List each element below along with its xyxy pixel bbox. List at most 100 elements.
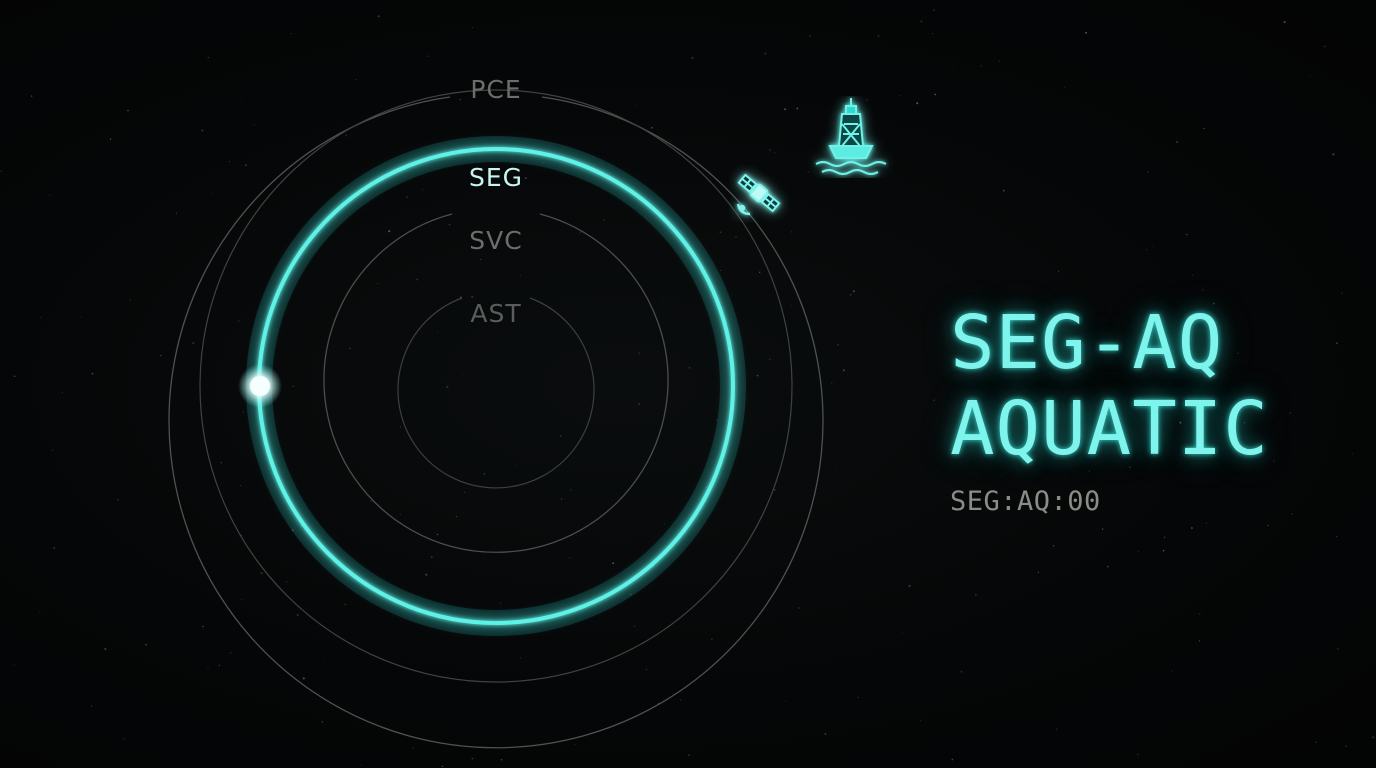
star <box>1267 524 1269 526</box>
star <box>302 677 305 680</box>
star <box>406 196 409 199</box>
star <box>1137 753 1139 756</box>
star <box>791 231 793 233</box>
star <box>866 99 868 101</box>
star <box>520 657 521 659</box>
star <box>916 102 919 105</box>
star <box>324 659 326 661</box>
star <box>90 705 93 707</box>
star <box>630 593 632 595</box>
star <box>399 513 401 515</box>
satellite-icon <box>736 173 781 216</box>
star <box>39 610 41 612</box>
star <box>464 492 466 493</box>
star <box>240 599 243 601</box>
star <box>416 278 419 281</box>
star <box>837 343 839 346</box>
star <box>412 747 415 749</box>
star <box>285 580 288 583</box>
star <box>471 295 474 298</box>
star <box>1058 270 1060 272</box>
star <box>296 614 299 616</box>
ring-label-ast: AST <box>470 299 521 328</box>
star <box>104 647 107 651</box>
star <box>49 194 51 196</box>
star <box>422 188 424 191</box>
star <box>716 419 718 421</box>
star <box>852 290 855 293</box>
star <box>218 664 221 667</box>
ring-svc <box>323 213 669 553</box>
star <box>688 366 691 369</box>
star <box>175 212 177 214</box>
star <box>919 719 922 722</box>
star <box>951 758 954 761</box>
star <box>934 93 937 96</box>
star <box>774 152 776 154</box>
star <box>759 271 761 273</box>
star <box>1019 386 1021 387</box>
star <box>790 304 792 306</box>
star <box>807 171 809 173</box>
star <box>1088 470 1090 472</box>
star <box>1289 412 1291 414</box>
star <box>377 282 379 285</box>
star <box>756 374 759 377</box>
star <box>638 352 640 354</box>
star <box>207 668 209 670</box>
star <box>1323 45 1326 48</box>
star <box>1315 741 1317 743</box>
star <box>680 699 682 701</box>
star <box>240 98 242 100</box>
star <box>784 108 787 111</box>
star <box>211 192 213 194</box>
star <box>933 399 936 402</box>
star <box>1372 736 1375 739</box>
star <box>1336 536 1338 538</box>
star <box>253 123 255 126</box>
star <box>769 358 771 361</box>
star <box>345 134 348 137</box>
star <box>1085 31 1088 34</box>
orbit-marker[interactable] <box>250 376 270 396</box>
star <box>1237 352 1239 354</box>
star <box>933 9 935 11</box>
star <box>691 56 694 59</box>
star <box>455 516 457 518</box>
star <box>1152 245 1154 247</box>
star <box>1164 536 1166 538</box>
star <box>1283 21 1286 24</box>
star <box>785 700 787 702</box>
star <box>127 109 129 112</box>
star <box>292 385 295 388</box>
star <box>462 375 464 377</box>
star <box>229 161 231 162</box>
star <box>500 759 503 761</box>
star <box>516 464 517 466</box>
star <box>1336 342 1338 345</box>
star <box>1171 669 1173 672</box>
star <box>1055 728 1058 730</box>
buoy-icon <box>815 98 887 175</box>
star <box>645 668 647 671</box>
star <box>960 670 963 673</box>
star <box>1179 421 1182 424</box>
star <box>831 382 833 384</box>
star <box>14 375 16 377</box>
star <box>321 721 323 723</box>
star <box>1261 315 1263 317</box>
star <box>40 316 42 318</box>
star <box>1351 453 1354 455</box>
star <box>1337 648 1339 650</box>
star <box>1309 76 1311 78</box>
star <box>290 33 292 34</box>
star <box>13 664 15 666</box>
star <box>720 269 721 271</box>
star <box>1190 527 1193 529</box>
star <box>472 236 474 238</box>
star <box>201 129 204 132</box>
star <box>1205 522 1207 524</box>
star <box>1147 171 1149 173</box>
